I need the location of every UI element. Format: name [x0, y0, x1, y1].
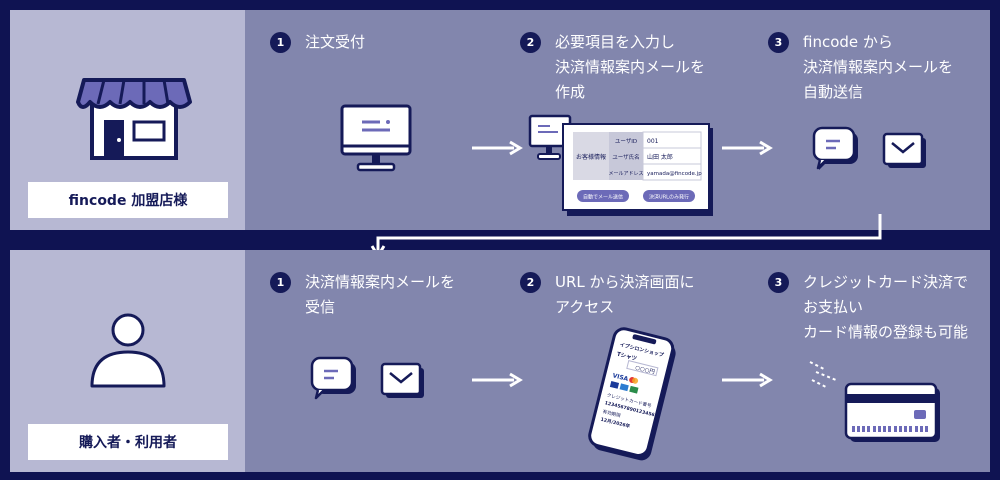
issue-url-button: 決済URLのみ発行 — [649, 194, 689, 201]
form-field-label: ユーザ氏名 — [612, 153, 639, 161]
step-text: URL から決済画面に アクセス — [555, 273, 695, 316]
form-field-value: 001 — [647, 138, 659, 145]
arrow-right-icon — [722, 372, 773, 388]
form-field-label: ユーザID — [615, 138, 637, 145]
visa-logo: VISA — [612, 372, 629, 383]
phone-price: ○○○円 — [635, 364, 656, 376]
monitor-icon — [340, 104, 412, 172]
smartphone-icon: イプシロンショップ Tシャツ ○○○円 VISA クレジットカード番号 1234… — [588, 327, 676, 461]
form-section-label: お客様情報 — [576, 153, 606, 161]
step-text: fincode から 決済情報案内メールを 自動送信 — [803, 33, 954, 101]
buyer-label: 購入者・利用者 — [28, 424, 228, 460]
merchant-row: fincode 加盟店様 1 注文受付 2 必要項目を入力し 決済情報案内メール… — [10, 10, 990, 230]
motion-lines-icon — [809, 361, 837, 389]
buyer-row: 購入者・利用者 1 決済情報案内メールを 受信 2 URL から決済画面に アク… — [10, 250, 990, 472]
mail-icon — [882, 132, 926, 168]
step-text: 注文受付 — [305, 33, 366, 51]
person-icon — [90, 313, 166, 388]
step-text: 必要項目を入力し 決済情報案内メールを 作成 — [555, 33, 706, 101]
step-number-badge: 3 — [768, 32, 789, 53]
merchant-step-3: 3 fincode から 決済情報案内メールを 自動送信 — [768, 30, 953, 105]
buyer-step-1: 1 決済情報案内メールを 受信 — [270, 270, 455, 320]
buyer-side-panel: 購入者・利用者 — [10, 250, 245, 472]
buyer-step-3: 3 クレジットカード決済で お支払い カード情報の登録も可能 — [768, 270, 968, 345]
step-number-badge: 3 — [768, 272, 789, 293]
form-field-label: メールアドレス — [608, 171, 643, 177]
step-number-badge: 2 — [520, 32, 541, 53]
arrow-right-icon — [722, 140, 773, 156]
form-field-value: yamada@fincode.jp — [647, 171, 702, 177]
chat-bubble-icon — [812, 126, 858, 170]
arrow-right-icon — [472, 372, 523, 388]
step-number-badge: 1 — [270, 32, 291, 53]
merchant-side-panel: fincode 加盟店様 — [10, 10, 245, 230]
phone-expiry-label: 有効期限 — [602, 408, 622, 419]
step-number-badge: 1 — [270, 272, 291, 293]
phone-item-name: Tシャツ — [616, 351, 638, 363]
step-number-badge: 2 — [520, 272, 541, 293]
step-text: クレジットカード決済で お支払い カード情報の登録も可能 — [803, 273, 969, 341]
buyer-step-2: 2 URL から決済画面に アクセス — [520, 270, 695, 320]
step-text: 決済情報案内メールを 受信 — [305, 273, 456, 316]
send-email-button: 自動でメール送信 — [583, 194, 623, 201]
arrow-right-icon — [472, 140, 523, 156]
store-icon — [76, 78, 192, 160]
email-form-card: お客様情報 ユーザID ユーザ氏名 メールアドレス 001 山田 太郎 yama… — [562, 123, 713, 216]
credit-card-icon — [844, 382, 940, 442]
merchant-step-2: 2 必要項目を入力し 決済情報案内メールを 作成 — [520, 30, 705, 105]
mail-icon — [380, 362, 424, 398]
merchant-label: fincode 加盟店様 — [28, 182, 228, 218]
chat-bubble-icon — [310, 356, 356, 400]
merchant-step-1: 1 注文受付 — [270, 30, 365, 55]
form-field-value: 山田 太郎 — [647, 153, 673, 161]
